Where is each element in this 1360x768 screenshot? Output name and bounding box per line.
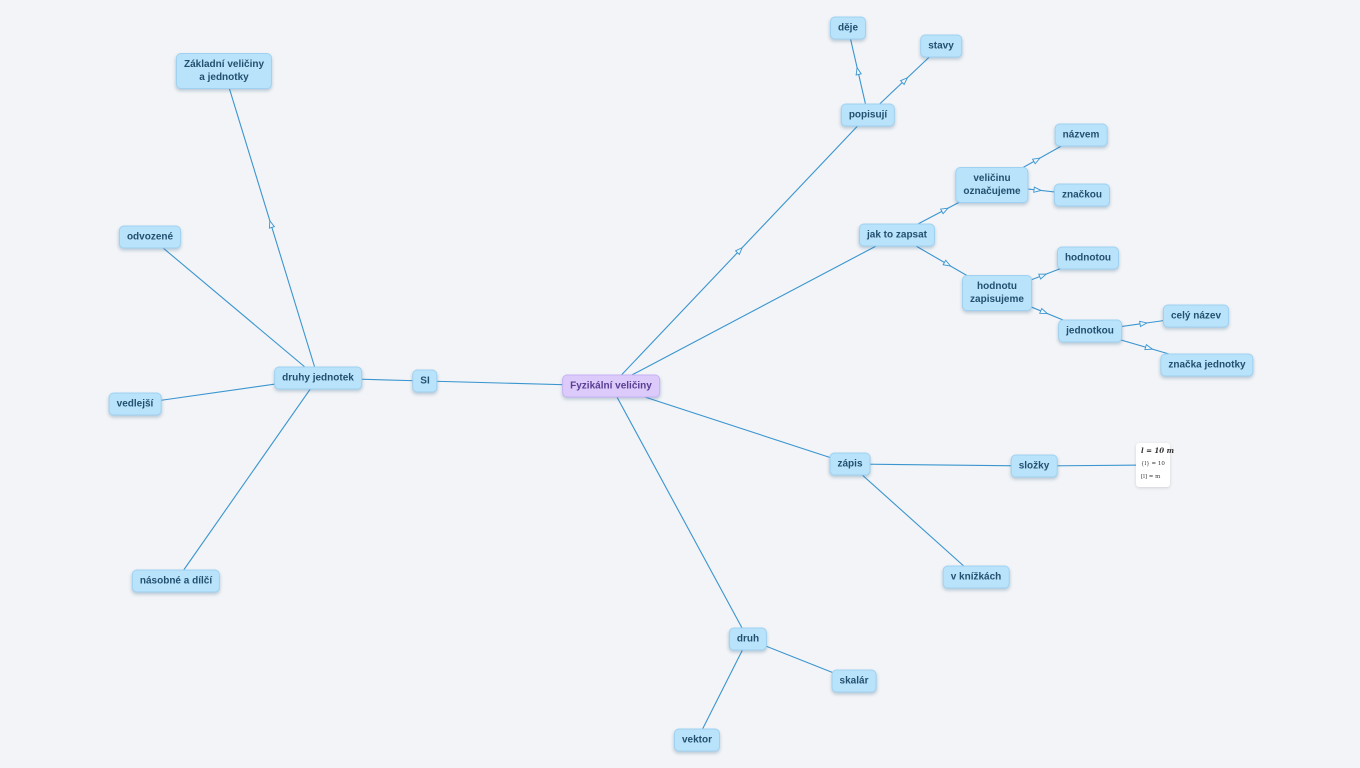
arrow-jednotkou-cely	[1139, 320, 1149, 328]
formula-line-3: [l] = m	[1141, 474, 1161, 480]
node-v-knizkach[interactable]: v knížkách	[942, 565, 1010, 589]
node-si[interactable]: SI	[412, 369, 438, 393]
formula-line-2: {l} = 10	[1141, 461, 1165, 467]
node-hodnotou[interactable]: hodnotou	[1056, 246, 1120, 270]
edge-druhy-nasobne	[175, 377, 319, 582]
node-nasobne-a-dilci[interactable]: násobné a dílčí	[131, 569, 221, 593]
arrow-jak-hodnotu	[942, 259, 952, 267]
arrow-jednotkou-znacka	[1144, 343, 1154, 351]
arrow-popisuji-deje	[855, 66, 862, 76]
formula-line-1: l = 10 m	[1141, 446, 1174, 455]
node-zapis[interactable]: zápis	[829, 452, 871, 476]
node-root[interactable]: Fyzikální veličiny	[562, 374, 660, 398]
edge-root-jak	[610, 234, 898, 387]
node-zakladni-veliciny[interactable]: Základní veličiny a jednotky	[175, 53, 273, 89]
arrow-velicinu-nazvem	[1031, 157, 1042, 165]
node-druhy-jednotek[interactable]: druhy jednotek	[274, 366, 362, 390]
arrow-hodnotu-jednotkou	[1039, 307, 1049, 315]
node-cely-nazev[interactable]: celý název	[1162, 304, 1230, 328]
node-vedlejsi[interactable]: vedlejší	[108, 392, 162, 416]
node-znacka-jednotky[interactable]: značka jednotky	[1160, 353, 1254, 377]
node-jak-to-zapsat[interactable]: jak to zapsat	[858, 223, 936, 247]
edge-druh-vektor	[696, 638, 749, 741]
node-odvozene[interactable]: odvozené	[118, 225, 182, 249]
edge-zapis-knizkach	[849, 463, 977, 578]
edge-root-zapis	[610, 385, 851, 465]
formula-image-node[interactable]: l = 10 m {l} = 10 [l] = m	[1136, 443, 1174, 487]
node-vektor[interactable]: vektor	[673, 728, 721, 752]
node-skalar[interactable]: skalár	[831, 669, 877, 693]
arrow-jak-velicinu	[939, 207, 950, 215]
node-druh[interactable]: druh	[728, 627, 768, 651]
arrow-popisuji-stavy	[899, 76, 909, 86]
node-jednotkou[interactable]: jednotkou	[1058, 319, 1122, 343]
arrow-hodnotu-hodnotou	[1038, 273, 1048, 280]
arrow-velicinu-znackou	[1033, 186, 1043, 193]
node-znackou[interactable]: značkou	[1053, 183, 1111, 207]
arrow-root-popisuji	[734, 246, 744, 256]
node-velicinu-oznacujeme[interactable]: veličinu označujeme	[955, 167, 1029, 203]
edge-druhy-odvozene	[149, 236, 319, 379]
node-nazvem[interactable]: názvem	[1054, 123, 1108, 147]
edge-root-druh	[610, 385, 749, 640]
node-hodnotu-zapisujeme[interactable]: hodnotu zapisujeme	[962, 275, 1032, 311]
node-popisuji[interactable]: popisují	[840, 103, 896, 127]
node-stavy[interactable]: stavy	[920, 34, 962, 58]
node-slozky[interactable]: složky	[1010, 454, 1058, 478]
node-deje[interactable]: děje	[829, 16, 867, 40]
arrow-druhy-zakladni	[268, 219, 276, 229]
edge-zapis-slozky	[849, 463, 1035, 467]
